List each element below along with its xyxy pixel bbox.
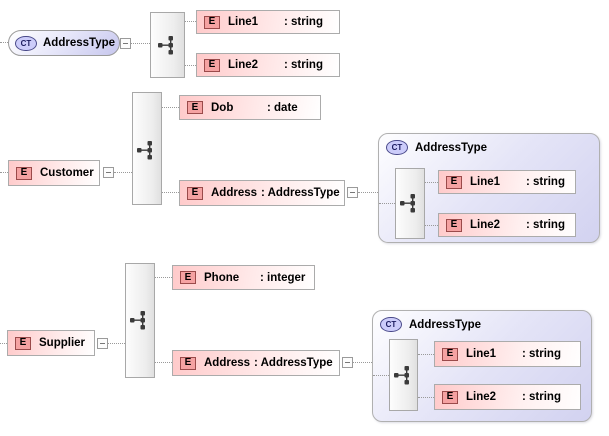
element-node-line1[interactable]: E Line1 : string xyxy=(434,341,581,367)
connector-line xyxy=(418,397,434,398)
element-name: Line2 xyxy=(466,391,497,403)
element-badge: E xyxy=(204,15,220,29)
sequence-icon xyxy=(137,141,152,160)
element-type: : integer xyxy=(260,271,306,284)
complextype-node-addresstype[interactable]: CT AddressType xyxy=(8,30,120,56)
complextype-badge: CT xyxy=(15,35,37,51)
element-node-address[interactable]: E Address : AddressType xyxy=(172,350,340,376)
connector-line xyxy=(425,182,438,183)
element-type: : string xyxy=(284,16,323,28)
expanded-complextype-addresstype[interactable]: CT AddressType E Line1 : string E Line2 … xyxy=(372,310,592,422)
collapse-toggle[interactable] xyxy=(97,338,108,349)
connector-line xyxy=(0,42,8,43)
container-header: CT AddressType xyxy=(386,140,487,155)
sequence-icon xyxy=(400,194,415,213)
connector-line xyxy=(155,362,172,363)
element-node-line1[interactable]: E Line1 : string xyxy=(438,170,576,194)
element-type: : string xyxy=(522,348,561,360)
element-badge: E xyxy=(204,58,220,72)
element-badge: E xyxy=(180,271,196,284)
element-name: Phone xyxy=(204,271,240,284)
element-badge: E xyxy=(16,166,32,180)
connector-line xyxy=(379,203,395,204)
element-name: Line1 xyxy=(470,176,501,188)
sequence-icon xyxy=(158,36,173,55)
element-type: : AddressType xyxy=(254,357,333,369)
complextype-badge: CT xyxy=(380,317,402,332)
connector-line xyxy=(185,65,196,66)
element-badge: E xyxy=(180,356,196,370)
element-node-line2[interactable]: E Line2 : string xyxy=(434,384,581,410)
element-type: : date xyxy=(267,101,298,114)
collapse-toggle[interactable] xyxy=(347,187,358,198)
connector-line xyxy=(353,362,372,363)
sequence-connector[interactable] xyxy=(132,92,162,205)
element-node-line1[interactable]: E Line1 : string xyxy=(196,10,340,34)
collapse-toggle[interactable] xyxy=(120,38,131,49)
node-label: AddressType xyxy=(43,37,116,49)
node-label: Supplier xyxy=(39,337,86,349)
connector-line xyxy=(358,192,378,193)
element-name: Line2 xyxy=(228,59,259,71)
complextype-badge: CT xyxy=(386,140,408,155)
element-name: Address xyxy=(204,357,251,369)
connector-line xyxy=(155,277,172,278)
element-node-line2[interactable]: E Line2 : string xyxy=(438,213,576,237)
element-badge: E xyxy=(446,218,462,232)
element-node-customer[interactable]: E Customer xyxy=(8,160,100,186)
node-label: Customer xyxy=(40,167,94,179)
connector-line xyxy=(162,192,179,193)
element-name: Address xyxy=(211,187,258,199)
element-node-phone[interactable]: E Phone : integer xyxy=(172,265,315,290)
element-node-dob[interactable]: E Dob : date xyxy=(179,95,321,120)
element-type: : string xyxy=(526,219,565,231)
element-badge: E xyxy=(187,101,203,114)
collapse-toggle[interactable] xyxy=(103,167,114,178)
element-node-line2[interactable]: E Line2 : string xyxy=(196,53,340,77)
sequence-icon xyxy=(394,366,409,385)
element-type: : AddressType xyxy=(261,187,340,199)
connector-line xyxy=(108,343,125,344)
element-badge: E xyxy=(442,347,458,361)
element-badge: E xyxy=(446,175,462,189)
container-title: AddressType xyxy=(415,141,488,154)
element-name: Line1 xyxy=(228,16,259,28)
element-type: : string xyxy=(522,391,561,403)
element-name: Line2 xyxy=(470,219,501,231)
sequence-icon xyxy=(130,311,145,330)
connector-line xyxy=(373,375,389,376)
collapse-toggle[interactable] xyxy=(342,357,353,368)
connector-line xyxy=(0,343,7,344)
connector-line xyxy=(131,43,150,44)
connector-line xyxy=(114,172,132,173)
connector-line xyxy=(418,354,434,355)
element-node-supplier[interactable]: E Supplier xyxy=(7,330,95,356)
element-type: : string xyxy=(526,176,565,188)
container-header: CT AddressType xyxy=(380,317,481,332)
element-node-address[interactable]: E Address : AddressType xyxy=(179,180,345,206)
element-badge: E xyxy=(442,390,458,404)
expanded-complextype-addresstype[interactable]: CT AddressType E Line1 : string E Line2 … xyxy=(378,133,600,243)
element-badge: E xyxy=(15,336,31,350)
connector-line xyxy=(162,107,179,108)
container-title: AddressType xyxy=(409,318,482,331)
connector-line xyxy=(0,172,8,173)
element-type: : string xyxy=(284,59,323,71)
element-badge: E xyxy=(187,186,203,200)
element-name: Line1 xyxy=(466,348,497,360)
connector-line xyxy=(425,225,438,226)
connector-line xyxy=(185,21,196,22)
element-name: Dob xyxy=(211,101,234,114)
